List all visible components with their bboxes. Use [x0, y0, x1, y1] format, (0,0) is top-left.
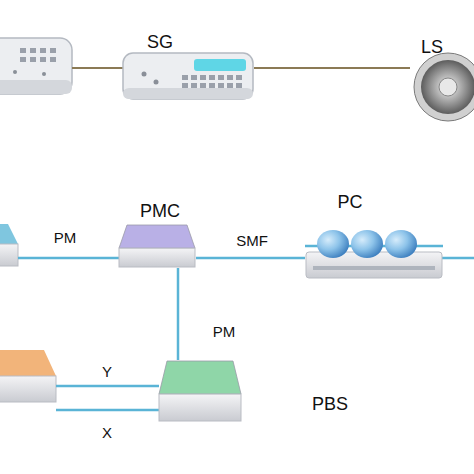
- fiber-label: Y: [100, 364, 114, 381]
- device-label: LS: [421, 38, 443, 58]
- fiber: [18, 257, 119, 260]
- device-shape: [410, 52, 474, 122]
- device-node: PMC: [112, 198, 202, 270]
- device-shape: [122, 52, 254, 100]
- device-node: PBS: [155, 355, 355, 425]
- device-node: PC: [300, 188, 445, 283]
- fiber-label: PM: [211, 324, 238, 341]
- device-shape: [158, 360, 242, 422]
- device-label: PMC: [140, 202, 180, 222]
- fiber-label: SMF: [234, 233, 270, 250]
- fiber-connector: [196, 257, 305, 260]
- orange-prism: [0, 350, 56, 402]
- device-node: SG: [118, 28, 258, 102]
- device-label: PC: [337, 193, 362, 213]
- fiber-label: X: [100, 425, 114, 442]
- fiber-connector: [254, 67, 410, 69]
- device-node: LS: [405, 30, 474, 122]
- left-device: [0, 38, 72, 94]
- device-label: PBS: [312, 395, 348, 415]
- cable: [72, 67, 123, 69]
- left-prism: [0, 224, 18, 266]
- fiber-label: PM: [52, 230, 79, 247]
- fiber: [438, 257, 474, 260]
- fiber: [56, 409, 159, 412]
- fiber-connector: [177, 268, 180, 360]
- device-label: SG: [147, 33, 173, 53]
- device-shape: [118, 224, 196, 268]
- fiber: [56, 385, 159, 388]
- device-shape: [305, 228, 443, 280]
